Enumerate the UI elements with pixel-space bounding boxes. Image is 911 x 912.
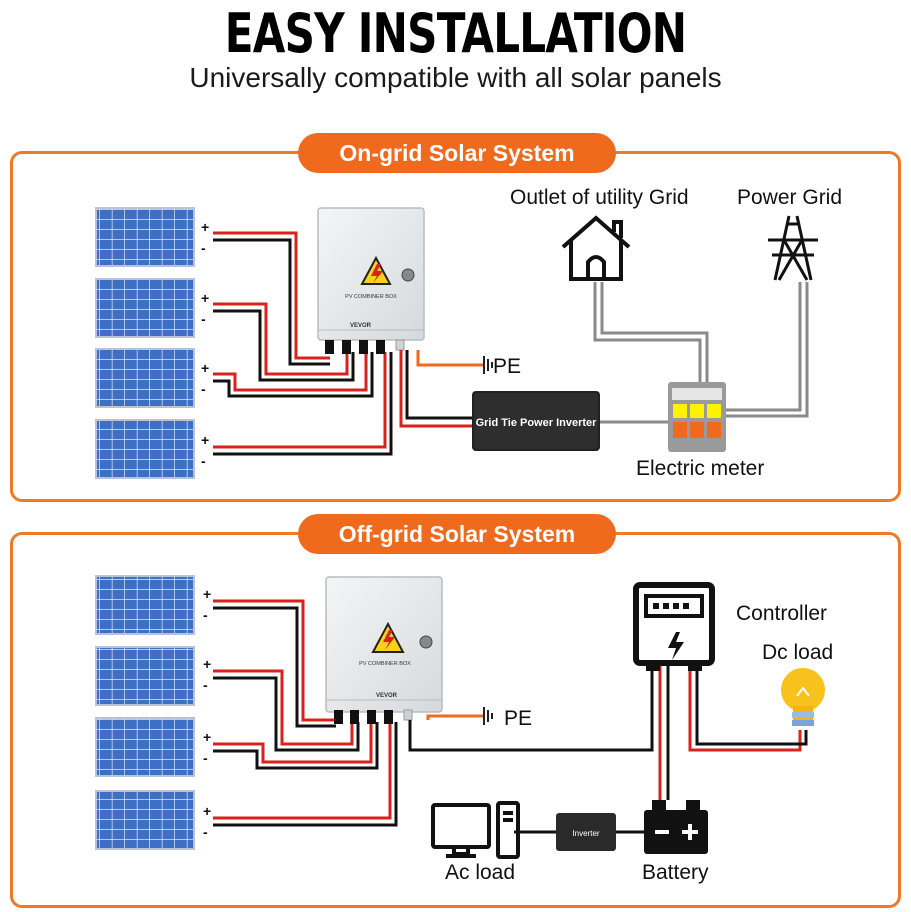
computer-icon	[431, 801, 520, 859]
on-grid-output-wires	[399, 350, 484, 428]
solar-panel-icon	[95, 419, 195, 479]
combiner-box-label: PV COMBINER BOX	[359, 661, 411, 667]
plus-sign: +	[203, 729, 212, 745]
off-grid-combiner-box	[325, 576, 443, 724]
inverter-label: Grid Tie Power Inverter	[476, 417, 598, 429]
off-grid-solar-panels	[95, 575, 195, 850]
battery-label: Battery	[642, 861, 709, 884]
light-bulb-icon	[781, 668, 825, 726]
brand-label: VEVOR	[376, 693, 398, 699]
minus-sign: -	[201, 381, 206, 397]
ground-icon	[483, 356, 493, 374]
solar-panel-icon	[95, 207, 195, 267]
pe-label: PE	[504, 707, 533, 730]
plus-sign: +	[203, 586, 212, 602]
house-icon	[561, 215, 631, 281]
power-grid-label: Power Grid	[737, 186, 843, 209]
meter-label: Electric meter	[636, 457, 765, 480]
combiner-box-label: PV COMBINER BOX	[345, 294, 397, 300]
solar-panel-icon	[95, 278, 195, 338]
off-grid-output-wires	[408, 664, 808, 834]
ground-icon	[483, 707, 493, 725]
plus-sign: +	[203, 656, 212, 672]
dc-load-label: Dc load	[762, 641, 834, 664]
on-grid-combiner-box	[317, 207, 425, 354]
minus-sign: -	[201, 240, 206, 256]
minus-sign: -	[201, 311, 206, 327]
minus-sign: -	[203, 750, 208, 766]
solar-panel-icon	[95, 575, 195, 635]
minus-sign: -	[203, 824, 208, 840]
power-tower-icon	[768, 215, 818, 281]
pe-label: PE	[493, 355, 522, 378]
inverter-label: Inverter	[572, 829, 599, 838]
solar-panel-icon	[95, 717, 195, 777]
on-grid-inverter	[472, 391, 600, 451]
plus-sign: +	[201, 290, 210, 306]
plus-sign: +	[203, 803, 212, 819]
solar-panel-icon	[95, 646, 195, 706]
page-subtitle: Universally compatible with all solar pa…	[189, 62, 722, 93]
off-grid-section-title: Off-grid Solar System	[298, 514, 616, 554]
minus-sign: -	[201, 453, 206, 469]
off-grid-inverter	[556, 813, 616, 851]
plus-sign: +	[201, 432, 210, 448]
brand-label: VEVOR	[350, 323, 372, 329]
battery-icon	[644, 800, 708, 854]
on-grid-panel-wires	[213, 231, 393, 456]
plus-sign: +	[201, 360, 210, 376]
minus-sign: -	[203, 677, 208, 693]
controller-icon	[633, 582, 715, 671]
plus-sign: +	[201, 219, 210, 235]
on-grid-solar-panels	[95, 207, 195, 479]
page-title: EASY INSTALLATION	[224, 2, 687, 65]
ac-load-label: Ac load	[445, 861, 516, 884]
outlet-label: Outlet of utility Grid	[510, 186, 689, 209]
electric-meter-icon	[668, 382, 726, 452]
minus-sign: -	[203, 607, 208, 623]
solar-panel-icon	[95, 790, 195, 850]
controller-label: Controller	[736, 602, 828, 625]
on-grid-section-title: On-grid Solar System	[298, 133, 616, 173]
off-grid-panel-wires	[213, 599, 398, 827]
on-grid-ac-wires	[593, 282, 809, 424]
solar-panel-icon	[95, 348, 195, 408]
